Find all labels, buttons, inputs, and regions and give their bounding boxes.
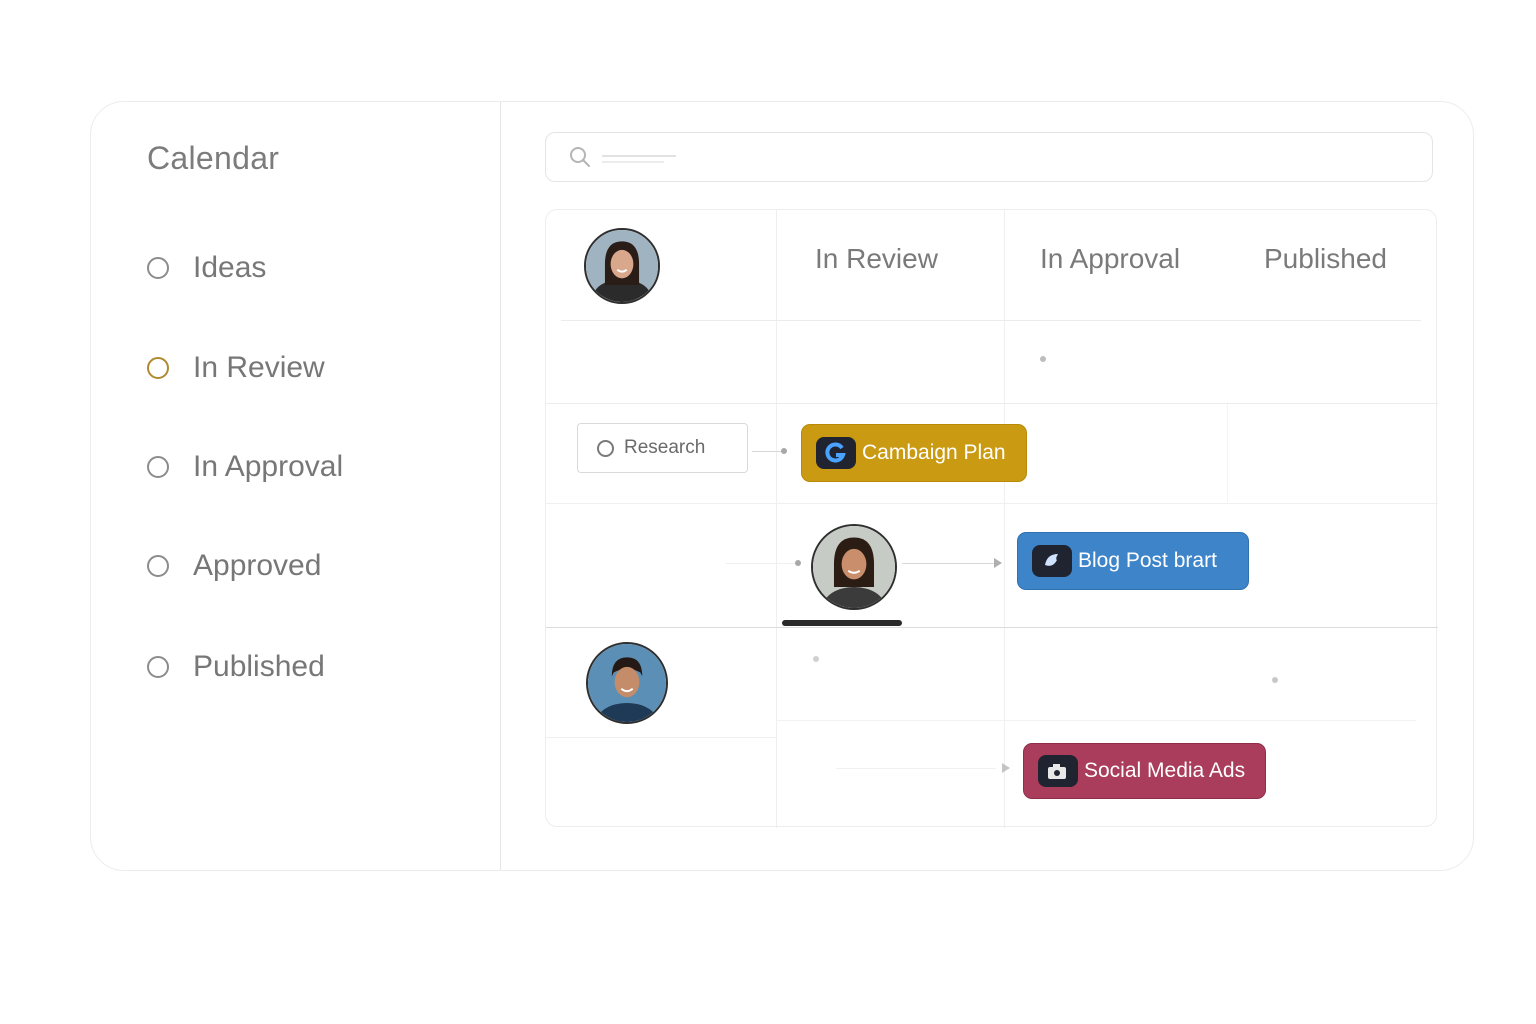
sidebar-item-label: In Review: [193, 351, 325, 384]
card-label: Cambaign Plan: [862, 441, 1006, 464]
circle-icon: [147, 357, 169, 379]
circle-icon: [147, 555, 169, 577]
avatar[interactable]: [811, 524, 897, 610]
calendar-window: Calendar Ideas In Review In Approval App…: [90, 101, 1474, 871]
circle-icon: [147, 656, 169, 678]
bird-icon: [1032, 545, 1072, 577]
sidebar-item-in-review[interactable]: In Review: [147, 348, 325, 388]
sidebar-item-label: Ideas: [193, 251, 267, 284]
sidebar-title: Calendar: [147, 140, 280, 176]
sidebar-item-published[interactable]: Published: [147, 647, 325, 687]
campaign-plan-card[interactable]: Cambaign Plan: [801, 424, 1027, 482]
sidebar-item-label: Published: [193, 650, 325, 683]
sidebar-item-label: Approved: [193, 549, 322, 582]
camera-icon: [1038, 755, 1078, 787]
sidebar-item-label: In Approval: [193, 450, 344, 483]
avatar[interactable]: [586, 642, 668, 724]
circle-icon: [147, 456, 169, 478]
avatar[interactable]: [584, 228, 660, 304]
sidebar-item-in-approval[interactable]: In Approval: [147, 447, 343, 487]
placeholder-line: [602, 161, 664, 163]
search-bar[interactable]: [545, 132, 1433, 182]
sidebar-item-ideas[interactable]: Ideas: [147, 248, 266, 288]
g-logo-icon: [816, 437, 856, 469]
research-task[interactable]: Research: [577, 423, 748, 473]
social-media-ads-card[interactable]: Social Media Ads: [1023, 743, 1266, 799]
placeholder-line: [602, 155, 676, 157]
search-input[interactable]: [604, 133, 1432, 181]
search-icon: [568, 145, 592, 169]
circle-icon: [147, 257, 169, 279]
card-label: Social Media Ads: [1084, 759, 1246, 782]
kanban-board: In Review In Approval Published Research: [545, 209, 1438, 828]
column-header-in-approval: In Approval: [1040, 243, 1181, 274]
column-header-in-review: In Review: [815, 243, 938, 274]
circle-icon: [597, 439, 614, 457]
sidebar-item-approved[interactable]: Approved: [147, 546, 321, 586]
sidebar: Calendar Ideas In Review In Approval App…: [91, 102, 501, 870]
task-label: Research: [624, 437, 706, 458]
blog-post-card[interactable]: Blog Post brart: [1017, 532, 1249, 590]
column-header-published: Published: [1264, 243, 1387, 274]
card-label: Blog Post brart: [1078, 549, 1217, 572]
